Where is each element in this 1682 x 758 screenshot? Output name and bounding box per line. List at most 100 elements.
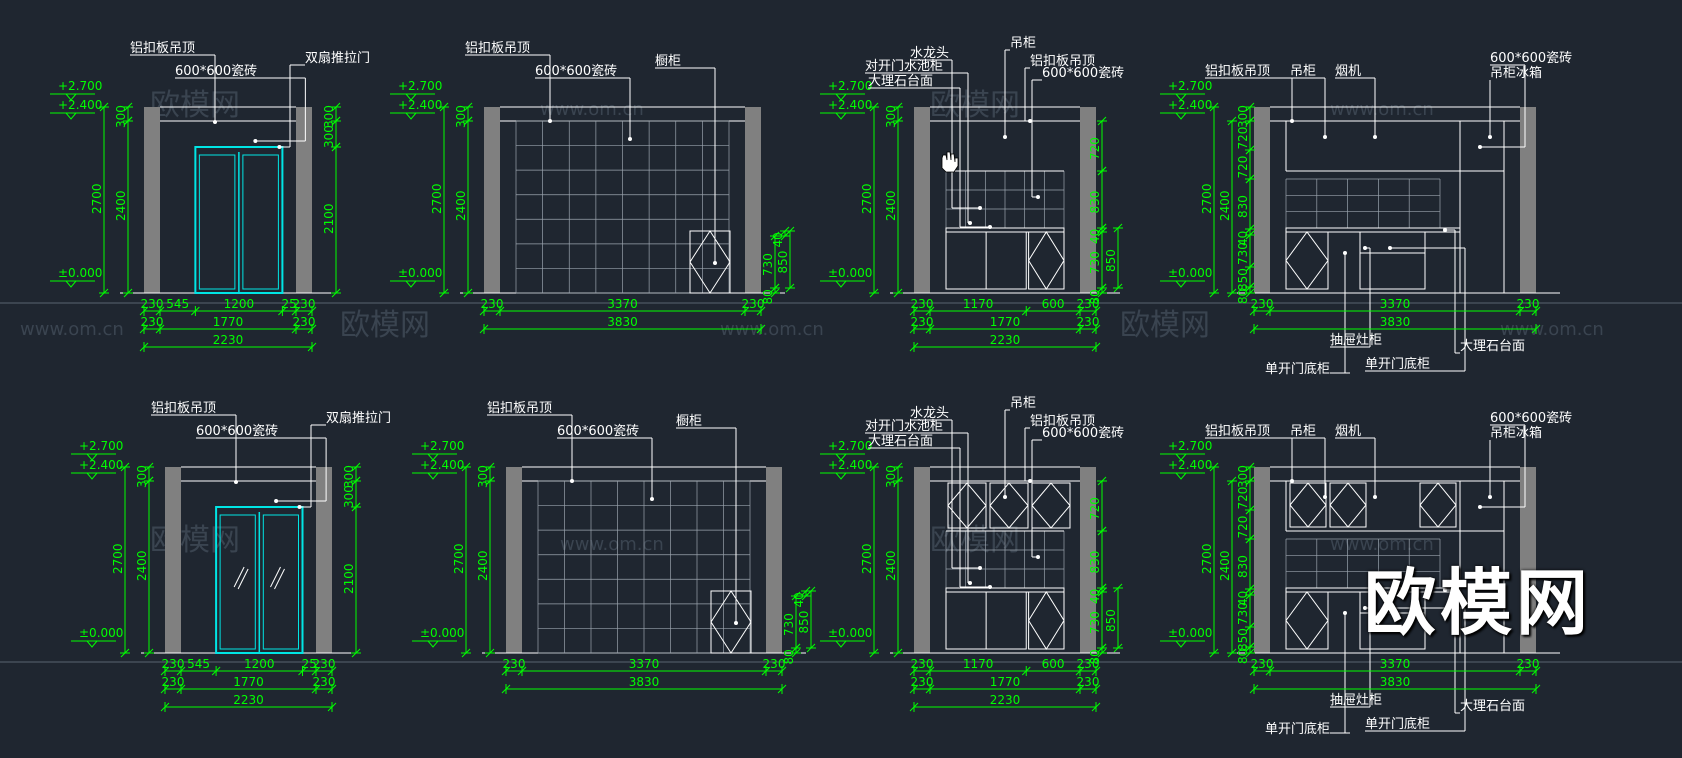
cabinet-door-swing [1031, 482, 1071, 529]
dim-value: 2100 [342, 563, 356, 594]
leader-dot [988, 585, 992, 589]
dim-value: 720 [1236, 487, 1250, 510]
leader-dot [1478, 145, 1482, 149]
callout-label: 600*600瓷砖 [1042, 426, 1124, 441]
glass-hatch [233, 566, 245, 588]
faint-watermark: 欧模网 [930, 88, 1020, 123]
dim-slash [351, 462, 361, 472]
dim-slash [893, 648, 903, 658]
dim-value: 850 [1104, 249, 1118, 272]
dim-value: 850 [776, 251, 790, 274]
dim-value: 300 [322, 125, 336, 148]
dim-value: 2400 [1218, 550, 1232, 581]
callout-label: 单开门底柜 [1365, 356, 1430, 372]
callout-label: 铝扣板吊顶 [1030, 414, 1095, 429]
dim-value: 300 [114, 105, 128, 128]
dim-slash [1245, 116, 1255, 126]
dim-value: 830 [1088, 551, 1102, 574]
dim-value: 2700 [1200, 543, 1214, 574]
dim-value: 545 [187, 657, 210, 671]
dim-value: 80 [1088, 289, 1102, 304]
callout-label: 吊柜冰箱 [1490, 425, 1542, 441]
callout-label: 600*600瓷砖 [557, 424, 639, 439]
level-triangle [835, 112, 847, 120]
level-triangle [1175, 112, 1187, 120]
dim-slash [770, 283, 780, 293]
dim-value: 300 [1236, 465, 1250, 488]
dim-value: 300 [342, 485, 356, 508]
dim-slash [291, 306, 301, 316]
leader-dot [570, 479, 574, 483]
left-wall [1254, 107, 1270, 293]
fridge-outline [1459, 120, 1505, 294]
drawer-stove-cabinet [1359, 231, 1426, 290]
dim-value: 2700 [111, 543, 125, 574]
dim-slash [479, 306, 489, 316]
dim-value: 2400 [454, 190, 468, 221]
leader-dot [1388, 246, 1392, 250]
faint-site-watermark: www.om.cn [20, 319, 124, 340]
dim-slash [144, 476, 154, 486]
dim-slash [1097, 283, 1107, 293]
callout-label: 铝扣板吊顶 [465, 41, 530, 56]
callout-label: 单开门底柜 [1265, 361, 1330, 377]
dim-value: 850 [1236, 628, 1250, 651]
leader-dot [297, 505, 302, 509]
callout-label: 烟机 [1335, 424, 1361, 439]
glass-hatch [237, 568, 249, 590]
dim-slash [785, 226, 795, 236]
dim-slash [1209, 102, 1219, 112]
left-wall [1254, 467, 1270, 653]
dim-value: 300 [322, 105, 336, 128]
level-triangle [427, 640, 439, 648]
dim-value: 1170 [963, 657, 994, 671]
callout-label: 600*600瓷砖 [1490, 51, 1572, 66]
dim-slash [1091, 702, 1101, 712]
dim-slash [1245, 174, 1255, 184]
level-triangle [65, 112, 77, 120]
callout-label: 水龙头 [910, 406, 949, 421]
glass-hatch [274, 568, 285, 590]
dim-slash [479, 324, 489, 334]
dim-slash [1097, 476, 1107, 486]
cabinet-door [1031, 482, 1071, 529]
leader-dot [713, 261, 717, 265]
dim-slash [331, 142, 341, 152]
dim-value: 230 [1517, 657, 1540, 671]
dim-slash [1097, 166, 1107, 176]
callout-label: 铝扣板吊顶 [1030, 54, 1095, 69]
dim-value: 230 [503, 657, 526, 671]
level-label: ±0.000 [58, 266, 102, 280]
callout-label: 抽屉灶柜 [1330, 693, 1382, 708]
dim-slash [1097, 227, 1107, 237]
left-wall [506, 467, 522, 653]
faint-site-watermark: www.om.cn [560, 534, 664, 555]
dim-value: 80 [1236, 289, 1250, 304]
cabinet-door [689, 230, 731, 294]
dim-value: 3370 [629, 657, 660, 671]
dim-slash [1113, 643, 1123, 653]
leader-dot [1373, 495, 1377, 499]
dim-slash [869, 462, 879, 472]
dim-value: 230 [141, 315, 164, 329]
dim-value: 545 [166, 297, 189, 311]
dim-slash [120, 462, 130, 472]
dim-slash [123, 288, 133, 298]
brand-watermark: 欧模网 [1363, 561, 1592, 645]
leader-dot [1488, 495, 1492, 499]
dim-slash [791, 643, 801, 653]
level-label: +2.400 [79, 458, 123, 472]
callout-label: 单开门底柜 [1365, 716, 1430, 732]
cabinet-door [1289, 482, 1327, 528]
dim-slash [160, 684, 170, 694]
dim-slash [785, 283, 795, 293]
dim-value: 3370 [1380, 657, 1411, 671]
dim-value: 830 [1236, 195, 1250, 218]
dim-slash [461, 462, 471, 472]
right-wall [296, 107, 312, 293]
dim-slash [176, 666, 186, 676]
leader-dot [1343, 251, 1347, 255]
dim-slash [791, 648, 801, 658]
leader-dot [1036, 555, 1040, 559]
